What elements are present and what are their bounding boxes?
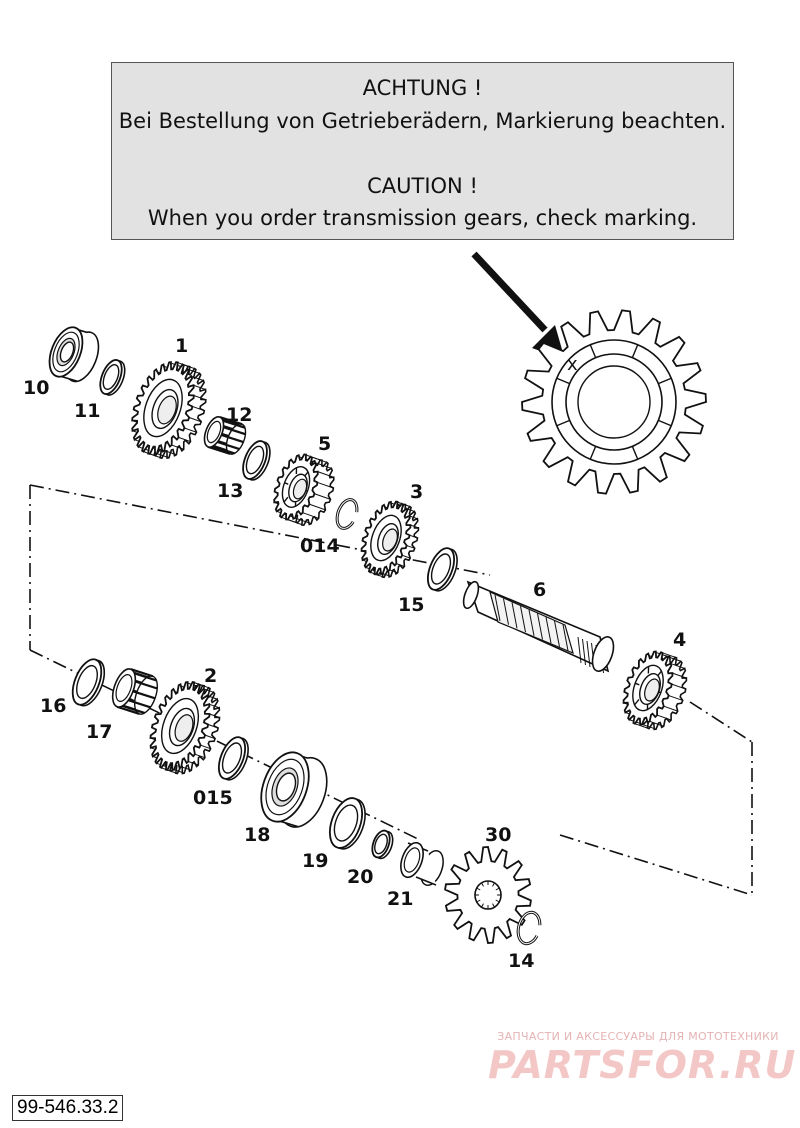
part-2-gear <box>149 680 221 775</box>
part-17-needle-bearing <box>111 668 159 715</box>
label-part-14: 14 <box>508 950 534 972</box>
document-number: 99-546.33.2 <box>12 1095 124 1121</box>
label-part-13: 13 <box>217 480 243 502</box>
part-11-washer <box>99 359 126 396</box>
notice-text-english: When you order transmission gears, check… <box>147 206 698 230</box>
label-part-3: 3 <box>410 481 423 503</box>
part-18-bearing <box>260 751 328 828</box>
watermark-brand: PARTSFOR.RU <box>488 1043 797 1087</box>
label-part-10: 10 <box>23 377 49 399</box>
label-part-4: 4 <box>673 629 686 651</box>
part-12-needle-bearing <box>203 416 247 455</box>
part-21-bushing <box>400 841 444 887</box>
label-part-19: 19 <box>302 850 328 872</box>
part-5-gear <box>273 453 335 527</box>
label-part-15: 15 <box>398 594 424 616</box>
part-19-seal <box>328 797 366 850</box>
label-part-21: 21 <box>387 888 413 910</box>
label-part-20: 20 <box>347 866 373 888</box>
label-part-6: 6 <box>533 579 546 601</box>
label-part-015: 015 <box>193 787 233 809</box>
notice-title-english: CAUTION ! <box>367 174 478 198</box>
label-part-12: 12 <box>226 404 252 426</box>
part-4-gear <box>622 650 688 731</box>
gear-marking-x: x <box>567 354 578 375</box>
label-part-30: 30 <box>485 824 511 846</box>
part-14-circlip <box>516 910 542 946</box>
part-13-washer <box>242 440 271 481</box>
caution-notice-box: ACHTUNG ! Bei Bestellung von Getrieberäd… <box>111 62 734 240</box>
label-part-16: 16 <box>40 695 66 717</box>
part-16-washer <box>71 658 106 707</box>
detail-gear-with-marking <box>521 309 707 495</box>
label-part-11: 11 <box>74 400 100 422</box>
marking-arrow <box>471 251 565 360</box>
label-part-1: 1 <box>175 335 188 357</box>
part-015-washer <box>217 736 249 781</box>
part-20-o-ring <box>371 829 394 860</box>
watermark: ЗАПЧАСТИ И АКСЕССУАРЫ ДЛЯ МОТОТЕХНИКИ PA… <box>488 1030 797 1087</box>
watermark-subtitle: ЗАПЧАСТИ И АКСЕССУАРЫ ДЛЯ МОТОТЕХНИКИ <box>497 1030 779 1043</box>
label-part-18: 18 <box>244 824 270 846</box>
label-part-17: 17 <box>86 721 112 743</box>
part-6-shaft <box>462 580 615 674</box>
notice-title-german: ACHTUNG ! <box>362 76 483 100</box>
part-30-sprocket <box>444 846 532 944</box>
label-part-014: 014 <box>300 535 340 557</box>
part-1-gear <box>131 361 207 460</box>
part-10-bearing <box>48 326 100 383</box>
label-part-2: 2 <box>204 665 217 687</box>
part-014-circlip <box>335 498 359 530</box>
part-3-gear <box>360 500 420 579</box>
label-part-5: 5 <box>318 433 331 455</box>
notice-text-german: Bei Bestellung von Getrieberädern, Marki… <box>118 109 727 133</box>
part-15-washer <box>426 547 458 592</box>
